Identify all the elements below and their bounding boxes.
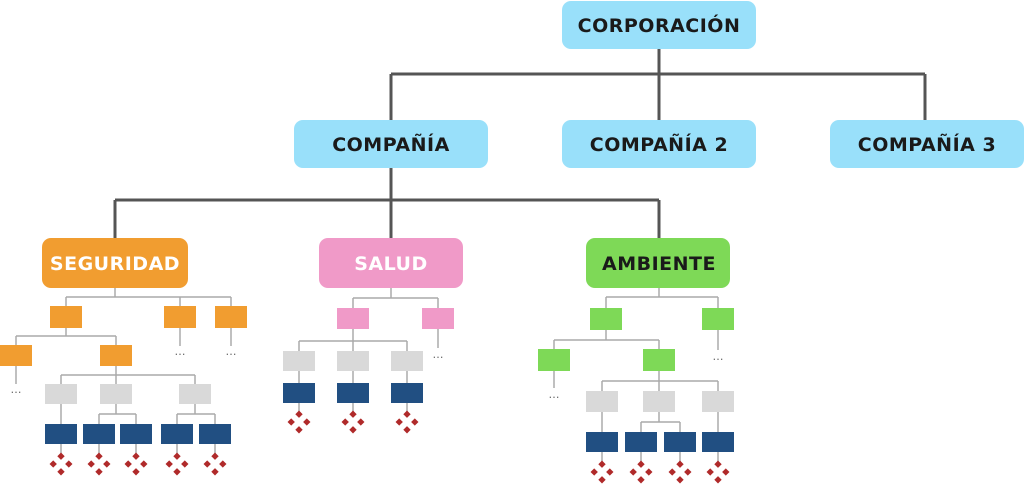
- gray-box: [283, 351, 315, 371]
- green-box: [590, 308, 622, 330]
- node-compania-2-label: COMPAÑÍA 2: [590, 132, 728, 156]
- navy-box: [391, 383, 423, 403]
- navy-box: [625, 432, 657, 452]
- node-ambiente: AMBIENTE: [586, 238, 730, 288]
- ellipsis-marker: …: [11, 383, 22, 396]
- orange-box: [100, 345, 132, 366]
- salud-subtree: [283, 308, 454, 403]
- node-seguridad-label: SEGURIDAD: [50, 253, 180, 275]
- navy-box: [83, 424, 115, 444]
- ellipsis-marker: …: [713, 350, 724, 363]
- navy-box: [120, 424, 152, 444]
- seguridad-subtree: [0, 306, 247, 444]
- gray-box: [179, 384, 211, 404]
- orange-box: [50, 306, 82, 328]
- navy-box: [283, 383, 315, 403]
- node-salud: SALUD: [319, 238, 463, 288]
- diamond-cluster-icon: [287, 410, 311, 434]
- diamond-cluster-icon: [124, 452, 148, 476]
- diamond-cluster-icon: [395, 410, 419, 434]
- gray-box: [391, 351, 423, 371]
- orange-box: [215, 306, 247, 328]
- node-compania-label: COMPAÑÍA: [332, 132, 450, 156]
- gray-box: [643, 391, 675, 412]
- gray-box: [586, 391, 618, 412]
- navy-box: [45, 424, 77, 444]
- diamond-cluster-icon: [203, 452, 227, 476]
- ellipsis-marker: …: [549, 388, 560, 401]
- gray-box: [702, 391, 734, 412]
- ellipsis-marker: …: [433, 348, 444, 361]
- green-box: [702, 308, 734, 330]
- green-box: [538, 349, 570, 371]
- diamond-cluster-icon: [165, 452, 189, 476]
- gray-box: [45, 384, 77, 404]
- node-seguridad: SEGURIDAD: [42, 238, 188, 288]
- orange-box: [164, 306, 196, 328]
- navy-box: [337, 383, 369, 403]
- node-compania-2: COMPAÑÍA 2: [562, 120, 756, 168]
- pink-box: [422, 308, 454, 329]
- navy-box: [161, 424, 193, 444]
- gray-box: [100, 384, 132, 404]
- ellipsis-marker: …: [175, 345, 186, 358]
- node-corporacion: CORPORACIÓN: [562, 1, 756, 49]
- ambiente-subtree: [538, 308, 734, 452]
- gray-box: [337, 351, 369, 371]
- node-salud-label: SALUD: [354, 253, 428, 275]
- node-corporacion-label: CORPORACIÓN: [578, 13, 741, 37]
- diamond-cluster-icon: [49, 452, 73, 476]
- navy-box: [702, 432, 734, 452]
- pink-box: [337, 308, 369, 329]
- main-connectors: [113, 49, 927, 240]
- node-ambiente-label: AMBIENTE: [602, 253, 716, 275]
- diamond-cluster-icon: [706, 460, 730, 484]
- orange-box: [0, 345, 32, 366]
- ellipsis-marker: …: [226, 345, 237, 358]
- node-compania-3-label: COMPAÑÍA 3: [858, 132, 996, 156]
- navy-box: [586, 432, 618, 452]
- diamond-cluster-icon: [87, 452, 111, 476]
- diamond-cluster-icon: [668, 460, 692, 484]
- diamond-cluster-icon: [341, 410, 365, 434]
- node-compania: COMPAÑÍA: [294, 120, 488, 168]
- green-box: [643, 349, 675, 371]
- ellipsis-markers: … … … … … …: [11, 345, 724, 401]
- diamond-cluster-icon: [590, 460, 614, 484]
- diamond-cluster-icon: [629, 460, 653, 484]
- navy-box: [664, 432, 696, 452]
- navy-box: [199, 424, 231, 444]
- node-compania-3: COMPAÑÍA 3: [830, 120, 1024, 168]
